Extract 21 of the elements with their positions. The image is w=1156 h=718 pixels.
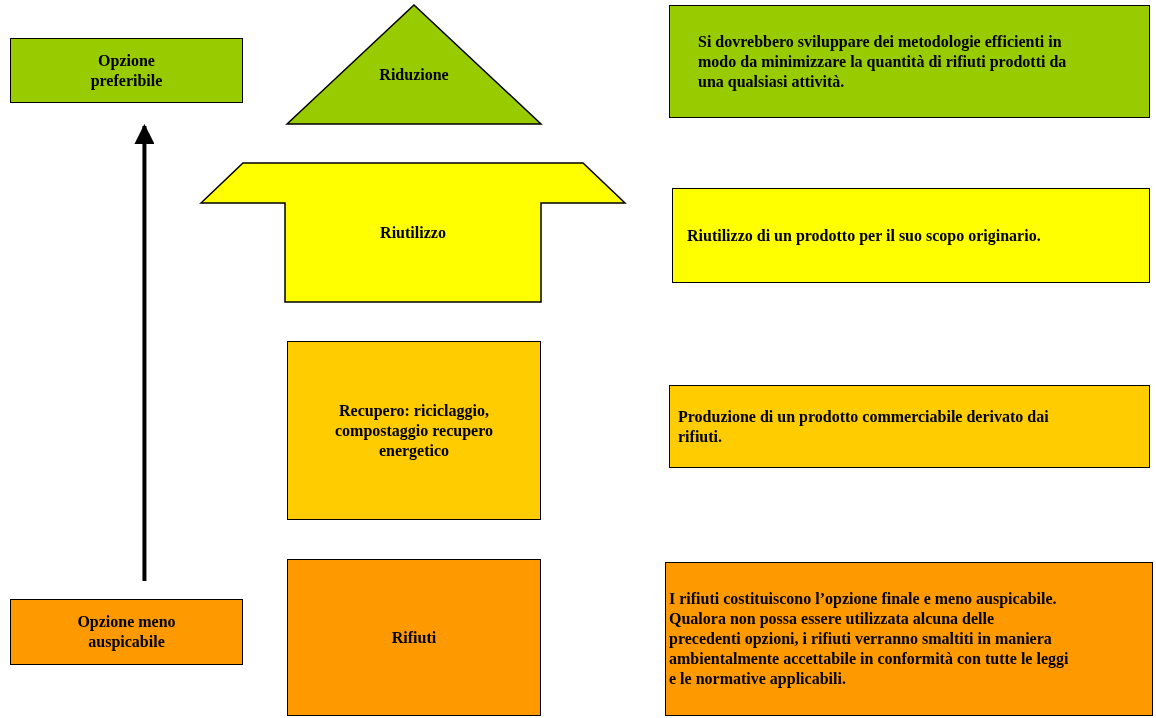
description-box bbox=[669, 385, 1150, 468]
description-text: Si dovrebbero sviluppare dei metodologie efficienti in modo da minimizzare la quantità di rifiuti prodotti da una qualsiasi attività. bbox=[698, 31, 1068, 92]
description-text: Riutilizzo di un prodotto per il suo scopo originario. bbox=[687, 225, 1041, 246]
option-box bbox=[10, 599, 243, 665]
description-box bbox=[665, 562, 1153, 716]
level-label: Rifiuti bbox=[391, 627, 437, 648]
arrow bbox=[134, 124, 155, 581]
level-box bbox=[287, 559, 541, 716]
option-box bbox=[10, 38, 243, 103]
description-box bbox=[669, 5, 1150, 118]
level-label: Recupero: riciclaggio, compostaggio recupero energetico bbox=[334, 400, 494, 461]
level-label: Opzione preferibile bbox=[89, 50, 164, 91]
level-label: Riduzione bbox=[379, 64, 449, 85]
description-box bbox=[672, 188, 1150, 283]
level-label: Opzione meno auspicabile bbox=[76, 612, 177, 652]
description-text: I rifiuti costituiscono l’opzione finale e meno auspicabile. Qualora non possa essere utilizzata alcuna delle precedenti opzioni, i rifiuti verranno smaltiti in maniera ambientalmente accettabile in conformità con tutte le leggi e le normative applicabili. bbox=[669, 589, 1069, 689]
arrow-shape bbox=[201, 163, 625, 302]
description-text: Produzione di un prodotto commerciabile derivato dai rifiuti. bbox=[678, 406, 1050, 447]
triangle-shape bbox=[287, 5, 541, 124]
level-box bbox=[287, 341, 541, 520]
level-label: Riutilizzo bbox=[380, 222, 446, 243]
